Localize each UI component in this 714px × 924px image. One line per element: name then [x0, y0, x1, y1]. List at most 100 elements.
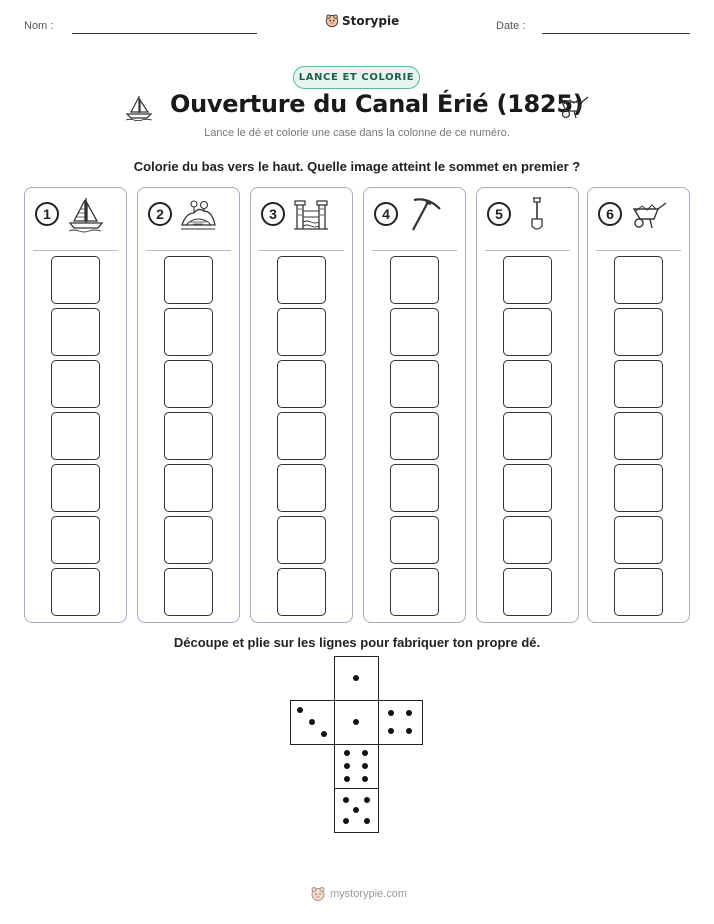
die-pip — [343, 750, 350, 757]
column-3: 3 — [250, 187, 353, 623]
column-divider — [146, 250, 231, 251]
wheelbarrow-icon — [632, 202, 667, 229]
color-cell[interactable] — [277, 360, 326, 408]
color-cell[interactable] — [164, 360, 213, 408]
color-cell[interactable] — [390, 412, 439, 460]
die-pip — [387, 709, 394, 716]
column-number: 2 — [148, 202, 172, 226]
activity-badge: LANCE ET COLORIE — [293, 66, 420, 89]
color-cell[interactable] — [277, 256, 326, 304]
footer: mystorypie.com — [310, 886, 407, 902]
color-cell[interactable] — [164, 308, 213, 356]
color-cell[interactable] — [503, 256, 552, 304]
color-cell[interactable] — [51, 516, 100, 564]
color-cell[interactable] — [164, 516, 213, 564]
column-divider — [485, 250, 570, 251]
die-face-center — [334, 700, 379, 745]
color-cell[interactable] — [51, 412, 100, 460]
column-number: 1 — [35, 202, 59, 226]
color-cell[interactable] — [390, 568, 439, 616]
color-cell[interactable] — [390, 256, 439, 304]
column-number: 3 — [261, 202, 285, 226]
color-cell[interactable] — [503, 516, 552, 564]
wheelbarrow-icon — [560, 96, 589, 119]
die-pip — [406, 709, 413, 716]
color-cell[interactable] — [390, 360, 439, 408]
color-cell[interactable] — [51, 360, 100, 408]
color-cell[interactable] — [277, 568, 326, 616]
footer-site: mystorypie.com — [330, 888, 408, 900]
column-divider — [33, 250, 118, 251]
color-cell[interactable] — [277, 308, 326, 356]
name-label: Nom : — [24, 20, 54, 32]
die-pip — [309, 719, 315, 725]
color-cell[interactable] — [503, 568, 552, 616]
stream-landscape-icon — [181, 200, 216, 230]
color-cell[interactable] — [390, 516, 439, 564]
die-pip — [353, 675, 359, 681]
column-divider — [596, 250, 681, 251]
die-pip — [343, 775, 350, 782]
die-pip — [362, 750, 369, 757]
color-cell[interactable] — [51, 464, 100, 512]
shovel-icon — [531, 197, 543, 230]
die-pip — [387, 728, 394, 735]
color-cell[interactable] — [51, 568, 100, 616]
color-cell[interactable] — [614, 256, 663, 304]
brand: Storypie — [325, 14, 399, 28]
color-cell[interactable] — [164, 412, 213, 460]
die-pip — [363, 796, 370, 803]
color-cell[interactable] — [614, 516, 663, 564]
instruction: Colorie du bas vers le haut. Quelle imag… — [133, 159, 581, 174]
column-5: 5 — [476, 187, 579, 623]
die-pip — [353, 807, 359, 813]
die-pip — [362, 775, 369, 782]
color-cell[interactable] — [164, 464, 213, 512]
column-6: 6 — [587, 187, 690, 623]
sailboat-icon — [125, 96, 153, 121]
color-cell[interactable] — [164, 568, 213, 616]
column-divider — [372, 250, 457, 251]
die-pip — [406, 728, 413, 735]
die-pip — [363, 817, 370, 824]
die-pip — [343, 763, 350, 769]
die-face-left — [290, 700, 335, 745]
column-4: 4 — [363, 187, 466, 623]
canal-lock-icon — [294, 200, 328, 230]
cut-instruction: Découpe et plie sur les lignes pour fabr… — [173, 635, 541, 650]
color-cell[interactable] — [277, 516, 326, 564]
color-cell[interactable] — [614, 308, 663, 356]
color-cell[interactable] — [614, 464, 663, 512]
page-title: Ouverture du Canal Érié (1825) — [170, 90, 584, 118]
color-cell[interactable] — [503, 464, 552, 512]
color-cell[interactable] — [164, 256, 213, 304]
color-cell[interactable] — [503, 412, 552, 460]
color-cell[interactable] — [503, 308, 552, 356]
color-cell[interactable] — [503, 360, 552, 408]
color-cell[interactable] — [614, 412, 663, 460]
storypie-logo-icon — [311, 887, 325, 901]
date-label: Date : — [496, 20, 526, 32]
color-cell[interactable] — [51, 308, 100, 356]
die-face-right — [378, 700, 423, 745]
color-cell[interactable] — [614, 568, 663, 616]
name-line — [72, 33, 257, 34]
date-line — [542, 33, 690, 34]
color-cell[interactable] — [390, 308, 439, 356]
color-cell[interactable] — [277, 412, 326, 460]
sailboat-icon — [68, 198, 104, 233]
color-cell[interactable] — [390, 464, 439, 512]
color-cell[interactable] — [614, 360, 663, 408]
die-face-bottom — [334, 788, 379, 833]
storypie-logo-icon — [325, 14, 339, 28]
color-cell[interactable] — [51, 256, 100, 304]
die-pip — [297, 707, 304, 714]
subtitle: Lance le dé et colorie une case dans la … — [204, 127, 510, 139]
column-number: 4 — [374, 202, 398, 226]
column-divider — [259, 250, 344, 251]
roll-columns: 1 2 — [24, 187, 690, 623]
die-pip — [353, 719, 359, 725]
pickaxe-icon — [412, 198, 441, 231]
die-pip — [362, 763, 369, 769]
color-cell[interactable] — [277, 464, 326, 512]
